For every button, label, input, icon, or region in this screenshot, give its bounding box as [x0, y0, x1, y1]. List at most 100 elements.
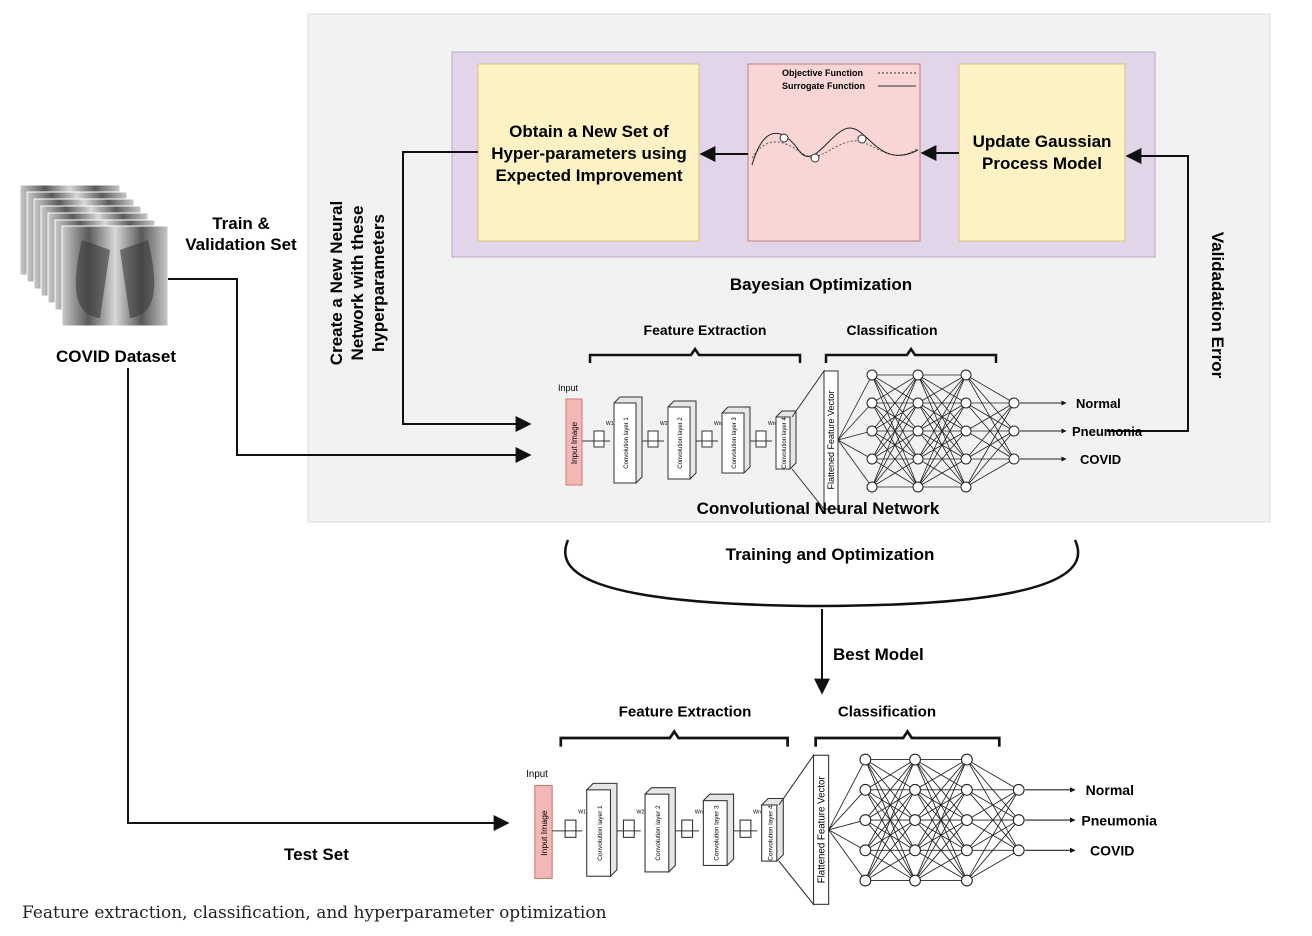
dense-edge — [871, 374, 919, 488]
neuron — [912, 397, 924, 409]
kernel-box — [739, 819, 752, 838]
dense-edge — [966, 819, 1020, 881]
neuron — [960, 874, 973, 887]
dense-edge — [914, 759, 968, 881]
neuron — [866, 397, 878, 409]
dense-edge — [865, 849, 916, 881]
kernel-box — [647, 430, 659, 448]
dense-edge — [837, 402, 873, 441]
dense-edge — [966, 789, 1019, 821]
dense-edge — [966, 789, 1020, 851]
output-label-covid: COVID — [1080, 452, 1121, 467]
dense-edge — [965, 402, 1015, 432]
update-box — [958, 63, 1126, 242]
neuron — [859, 753, 872, 766]
sample-point — [810, 153, 820, 163]
output-neuron — [1012, 814, 1025, 827]
arrow-hyperparams-to-cnn — [402, 151, 532, 432]
dense-edge — [914, 849, 968, 881]
figure-caption: Feature extraction, classification, and … — [22, 903, 607, 923]
dense-edge — [914, 789, 968, 881]
neuron — [866, 369, 878, 381]
input-label: Input — [558, 383, 579, 393]
dense-edge — [871, 374, 919, 432]
sample-point — [857, 134, 867, 144]
feature-extraction-brace — [559, 729, 789, 747]
neuron — [960, 753, 973, 766]
dense-edge — [828, 789, 866, 831]
create-network-line-3: hyperparameters — [369, 214, 388, 352]
weight-label: W2 — [636, 810, 644, 816]
neuron — [866, 453, 878, 465]
conv-layer-1 — [586, 789, 612, 877]
classification-label: Classification — [838, 703, 936, 720]
objective-curve — [751, 140, 919, 159]
weight-label: Wn — [695, 810, 703, 816]
dense-edge — [966, 759, 1019, 791]
dense-edge — [917, 458, 967, 488]
dense-edge — [864, 789, 916, 881]
kernel-box — [681, 819, 694, 838]
dense-edge — [965, 402, 1015, 488]
validation-error-label: Validadation Error — [1208, 232, 1227, 379]
dense-edge — [917, 374, 967, 404]
conv-layer-2 — [644, 793, 670, 873]
input-image-block — [534, 784, 553, 879]
kernel-box — [564, 819, 577, 838]
neuron — [866, 481, 878, 493]
classification-label: Classification — [846, 322, 937, 338]
feature-extraction-label: Feature Extraction — [644, 322, 767, 338]
dense-edge — [917, 430, 967, 488]
dense-edge — [865, 759, 916, 791]
output-neuron — [1008, 453, 1020, 465]
arrow-validation-error — [1107, 148, 1189, 432]
create-network-line-2: Network with these — [348, 206, 367, 361]
dense-edge — [917, 374, 967, 460]
obtain-line-3: Expected Improvement — [495, 166, 682, 185]
neuron — [960, 425, 972, 437]
dense-edge — [864, 759, 916, 851]
conv-layer-label: Convolution layer 2 — [655, 805, 662, 861]
dense-edge — [864, 759, 916, 881]
conv-layer-label: Convolution layer 3 — [713, 805, 720, 861]
xray-stack — [19, 184, 169, 327]
arrow-test-set — [127, 368, 510, 831]
dense-edge — [966, 849, 1019, 881]
neuron — [912, 369, 924, 381]
dense-edge — [828, 759, 866, 831]
update-line-1: Update Gaussian — [973, 132, 1112, 151]
test-set-label: Test Set — [284, 845, 349, 864]
weight-label: Wn — [768, 421, 776, 427]
output-label-covid: COVID — [1090, 843, 1134, 859]
training-brace — [564, 539, 1080, 608]
kernel-box — [701, 430, 713, 448]
dense-edge — [871, 402, 919, 488]
weight-label: W1 — [578, 810, 586, 816]
cnn-title: Convolutional Neural Network — [697, 499, 940, 518]
dense-edge — [914, 819, 968, 881]
dense-edge — [914, 759, 968, 821]
train-val-line-2: Validation Set — [185, 235, 297, 254]
dense-edge — [965, 374, 1015, 404]
dense-edge — [914, 759, 968, 851]
output-neuron — [1008, 397, 1020, 409]
neuron — [909, 844, 921, 857]
conv-layer-4 — [775, 416, 791, 470]
neuron — [960, 397, 972, 409]
create-network-line-1: Create a New Neural — [327, 201, 346, 365]
neuron — [912, 425, 924, 437]
obtain-line-1: Obtain a New Set of — [509, 122, 669, 141]
legend-surrogate: Surrogate Function — [782, 81, 865, 91]
neuron — [960, 844, 973, 857]
output-label-pneumonia: Pneumonia — [1081, 812, 1157, 828]
neuron — [866, 425, 878, 437]
dense-edge — [865, 759, 916, 821]
output-label-normal: Normal — [1076, 396, 1121, 411]
bayesian-title: Bayesian Optimization — [730, 275, 912, 294]
neuron — [909, 753, 921, 766]
training-label: Training and Optimization — [726, 545, 935, 564]
feature-extraction-label: Feature Extraction — [619, 703, 752, 720]
